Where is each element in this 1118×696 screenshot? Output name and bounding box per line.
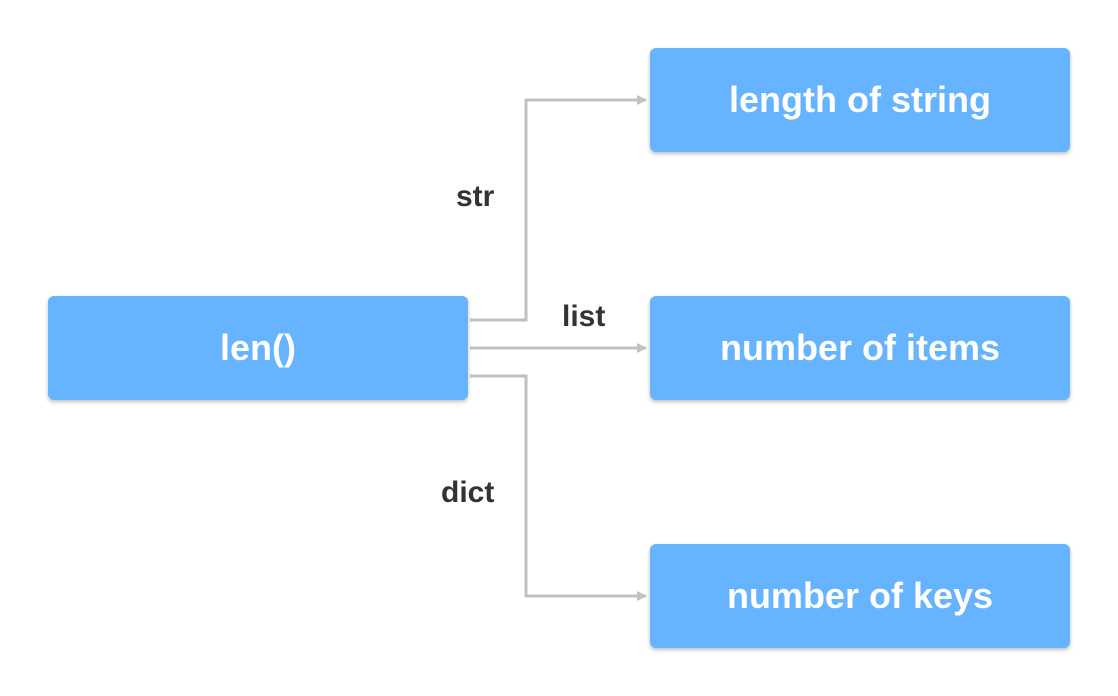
- connector-str: [470, 95, 647, 322]
- node-number-of-items: number of items: [650, 296, 1070, 400]
- node-number-of-keys: number of keys: [650, 544, 1070, 648]
- edge-label-dict: dict: [441, 476, 495, 509]
- node-length-of-string-label: length of string: [729, 79, 991, 120]
- edge-label-str: str: [456, 180, 495, 213]
- connector-dict: [470, 374, 647, 601]
- edge-label-list: list: [562, 300, 606, 333]
- node-len-function-label: len(): [220, 327, 296, 368]
- node-number-of-items-label: number of items: [719, 327, 1001, 368]
- node-length-of-string: length of string: [650, 48, 1070, 152]
- node-number-of-keys-label: number of keys: [726, 575, 994, 616]
- node-len-function: len(): [48, 296, 468, 400]
